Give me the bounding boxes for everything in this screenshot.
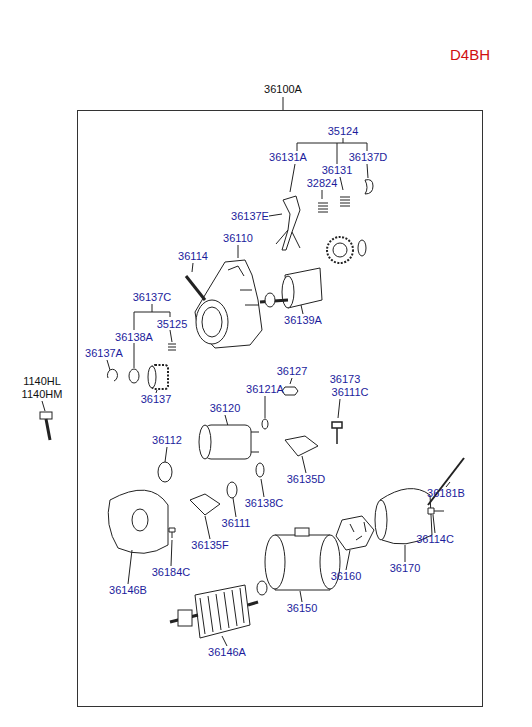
callout-number: 36181B [427, 487, 465, 499]
callout-number: 35124 [328, 125, 359, 137]
callout-number: 36146A [208, 646, 246, 658]
callout-number: 36170 [390, 562, 421, 574]
callout-number: 36146B [109, 584, 147, 596]
callout-number: 36137 [141, 393, 172, 405]
callout-number: 36160 [331, 570, 362, 582]
callout-number: 36111 [222, 517, 251, 529]
assembly-number: 36100A [264, 83, 302, 95]
callout-number: 36114C [416, 533, 454, 545]
callout-number: 36111C [332, 386, 369, 398]
callout-number: 36137A [85, 347, 123, 359]
callout-number: 36114 [178, 250, 208, 262]
callout-number: 36137C [133, 291, 172, 303]
callout-number: 36135D [287, 473, 326, 485]
callout-number: 36131 [322, 164, 353, 176]
callout-number: 36112 [152, 434, 182, 446]
callout-number: 36139A [284, 314, 322, 326]
callout-number: 36137E [231, 210, 269, 222]
callout-number: 36138A [115, 331, 153, 343]
engine-code: D4BH [450, 47, 490, 63]
callout-number: 36110 [223, 232, 253, 244]
callout-number: 36138C [245, 497, 284, 509]
callout-number: 35125 [157, 318, 188, 330]
callout-number: 36127 [277, 365, 308, 377]
callout-number: 36135F [191, 539, 228, 551]
callout-number: 1140HM [22, 388, 63, 400]
callout-number: 36150 [287, 602, 318, 614]
callout-number: 1140HL [23, 375, 61, 387]
assembly-box: 36100A [77, 110, 483, 707]
callout-number: 36173 [330, 373, 361, 385]
callout-number: 36121A [246, 383, 284, 395]
callout-number: 36120 [210, 402, 241, 414]
callout-number: 32824 [307, 177, 338, 189]
callout-number: 36137D [349, 151, 388, 163]
callout-number: 36184C [152, 566, 191, 578]
callout-number: 36131A [269, 151, 307, 163]
